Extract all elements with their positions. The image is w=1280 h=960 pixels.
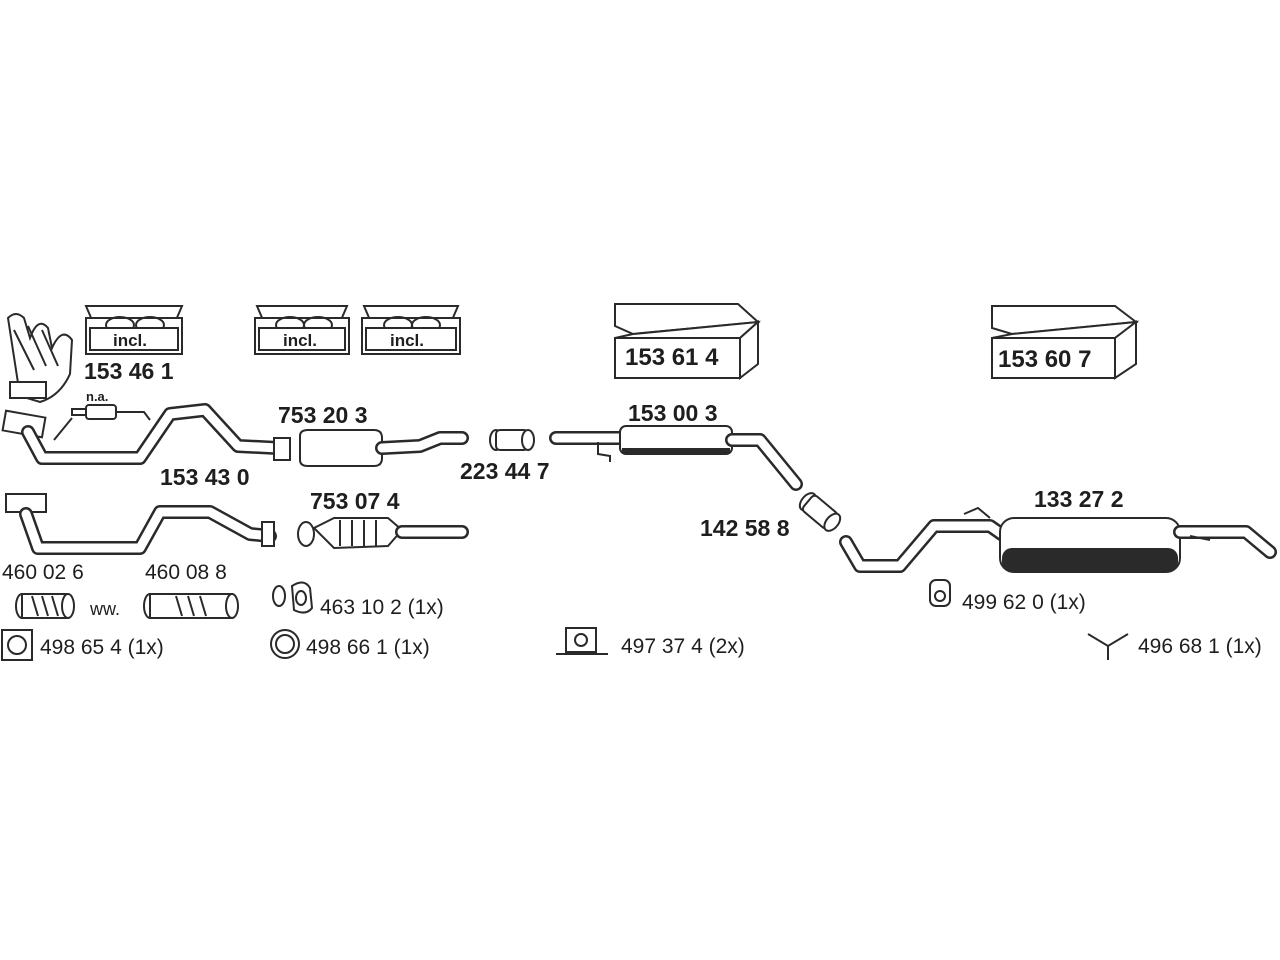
- incl-box-2: [254, 305, 350, 355]
- part-gasket-b: 498 65 4 (1x): [40, 636, 164, 659]
- front-pipe-a: [1, 403, 285, 465]
- part-hanger-c: 496 68 1 (1x): [1138, 635, 1262, 658]
- note-ww: ww.: [90, 599, 121, 619]
- ring-icon: [270, 629, 300, 659]
- part-middle-silencer: 153 00 3: [628, 400, 718, 426]
- part-front-pipe-b: 153 43 0: [160, 464, 250, 490]
- hanger-b-icon: [929, 579, 951, 607]
- part-catalyst: 753 07 4: [310, 488, 400, 514]
- part-rear-silencer: 133 27 2: [1034, 486, 1124, 512]
- part-hanger-b: 499 62 0 (1x): [962, 591, 1086, 614]
- lambda-sensor: [53, 404, 151, 441]
- part-hanger-a: 497 37 4 (2x): [621, 635, 745, 658]
- part-middle-kit: 153 61 4: [625, 344, 719, 371]
- middle-silencer: [549, 425, 803, 491]
- exhaust-manifold: [6, 313, 74, 404]
- note-na: n.a.: [86, 389, 109, 404]
- part-gasket-a: 463 10 2 (1x): [320, 596, 444, 619]
- incl-box-3: [361, 305, 461, 355]
- incl-label-1: incl.: [113, 331, 148, 350]
- kit-box-rear: [991, 305, 1140, 380]
- front-pipe-b: [5, 493, 277, 555]
- part-clamp-b: 142 58 8: [700, 515, 790, 541]
- front-silencer: [273, 429, 469, 467]
- kit-box-middle: [614, 303, 761, 381]
- part-rear-kit: 153 60 7: [998, 346, 1092, 373]
- part-front-pipe-a: 753 20 3: [278, 402, 368, 428]
- hanger-a-icon: [556, 627, 608, 655]
- flexpipe-b: [143, 593, 239, 619]
- gasket-a-icon: [272, 581, 314, 614]
- part-manifold: 153 46 1: [84, 358, 174, 384]
- flexpipe-a: [15, 593, 75, 619]
- incl-box-1: [84, 305, 184, 355]
- incl-label-3: incl.: [390, 331, 425, 350]
- clamp-a: [489, 429, 535, 451]
- rear-silencer: [839, 506, 1277, 573]
- hanger-c-icon: [1087, 633, 1129, 660]
- part-ring: 498 66 1 (1x): [306, 636, 430, 659]
- part-clamp-a: 223 44 7: [460, 458, 550, 484]
- catalytic-converter: [297, 517, 469, 550]
- part-flexpipe-a: 460 02 6: [2, 561, 84, 584]
- gasket-b-icon: [1, 629, 33, 661]
- incl-label-2: incl.: [283, 331, 318, 350]
- part-flexpipe-b: 460 08 8: [145, 561, 227, 584]
- clamp-b: [798, 492, 842, 532]
